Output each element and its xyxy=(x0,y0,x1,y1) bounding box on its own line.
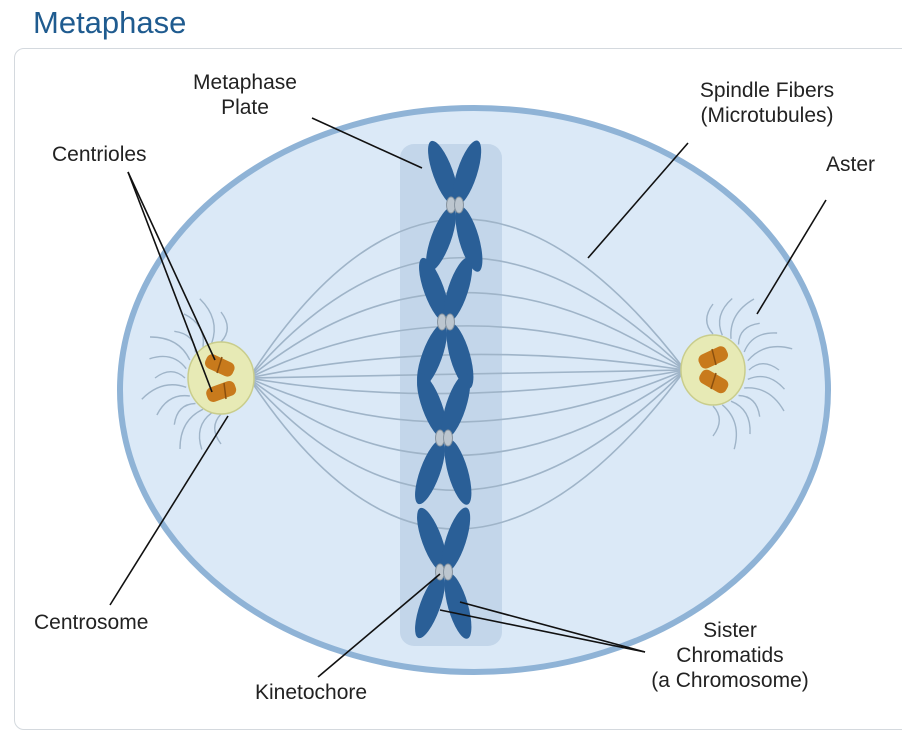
label-spindle-fibers-line2: (Microtubules) xyxy=(700,103,834,128)
label-spindle-fibers-line1: Spindle Fibers xyxy=(700,78,834,103)
kinetochore xyxy=(446,314,455,330)
kinetochore xyxy=(455,197,464,213)
label-sister-chromatids-line3: (a Chromosome) xyxy=(651,668,809,693)
label-metaphase-plate-line1: Metaphase xyxy=(193,70,297,95)
label-centrosome: Centrosome xyxy=(34,610,148,635)
kinetochore xyxy=(444,564,453,580)
label-aster: Aster xyxy=(826,152,875,177)
centrosome-right xyxy=(681,335,745,405)
label-sister-chromatids-line2: Chromatids xyxy=(651,643,809,668)
label-spindle-fibers: Spindle Fibers (Microtubules) xyxy=(700,78,834,128)
label-kinetochore: Kinetochore xyxy=(255,680,367,705)
centrosome-left xyxy=(188,342,254,414)
kinetochore xyxy=(444,430,453,446)
label-metaphase-plate: Metaphase Plate xyxy=(193,70,297,120)
label-metaphase-plate-line2: Plate xyxy=(193,95,297,120)
label-centrioles: Centrioles xyxy=(52,142,147,167)
label-sister-chromatids-line1: Sister xyxy=(651,618,809,643)
label-sister-chromatids: Sister Chromatids (a Chromosome) xyxy=(651,618,809,693)
